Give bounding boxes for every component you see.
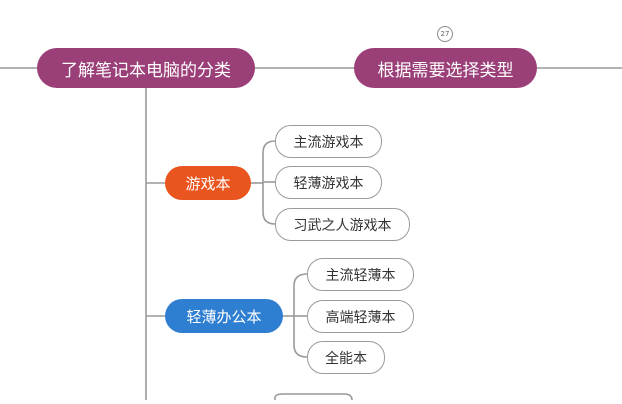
leaf-highend-thin[interactable]: 高端轻薄本 — [307, 300, 414, 333]
leaf-mainstream-gaming[interactable]: 主流游戏本 — [275, 125, 382, 158]
topic-choose-by-need[interactable]: 根据需要选择类型 — [354, 48, 537, 88]
leaf-label: 高端轻薄本 — [325, 309, 396, 326]
collapse-count-marker[interactable]: 27 — [437, 26, 453, 42]
topic-label: 了解笔记本电脑的分类 — [61, 60, 231, 81]
category-gaming-laptop[interactable]: 游戏本 — [165, 166, 251, 200]
topic-laptop-categories[interactable]: 了解笔记本电脑的分类 — [37, 48, 255, 88]
leaf-label: 轻薄游戏本 — [293, 175, 364, 192]
leaf-mainstream-thin[interactable]: 主流轻薄本 — [307, 258, 414, 291]
leaf-label: 全能本 — [325, 350, 367, 367]
leaf-martial-gaming[interactable]: 习武之人游戏本 — [275, 208, 410, 241]
category-label: 游戏本 — [185, 174, 231, 193]
leaf-label: 主流轻薄本 — [325, 267, 396, 284]
leaf-thin-gaming[interactable]: 轻薄游戏本 — [275, 166, 382, 199]
leaf-label: 习武之人游戏本 — [293, 217, 392, 234]
partial-node-outline — [274, 393, 353, 401]
marker-count: 27 — [440, 30, 450, 38]
leaf-allround[interactable]: 全能本 — [307, 341, 385, 374]
leaf-label: 主流游戏本 — [293, 134, 364, 151]
category-label: 轻薄办公本 — [186, 307, 262, 326]
topic-label: 根据需要选择类型 — [377, 60, 514, 81]
category-office-laptop[interactable]: 轻薄办公本 — [165, 299, 283, 333]
